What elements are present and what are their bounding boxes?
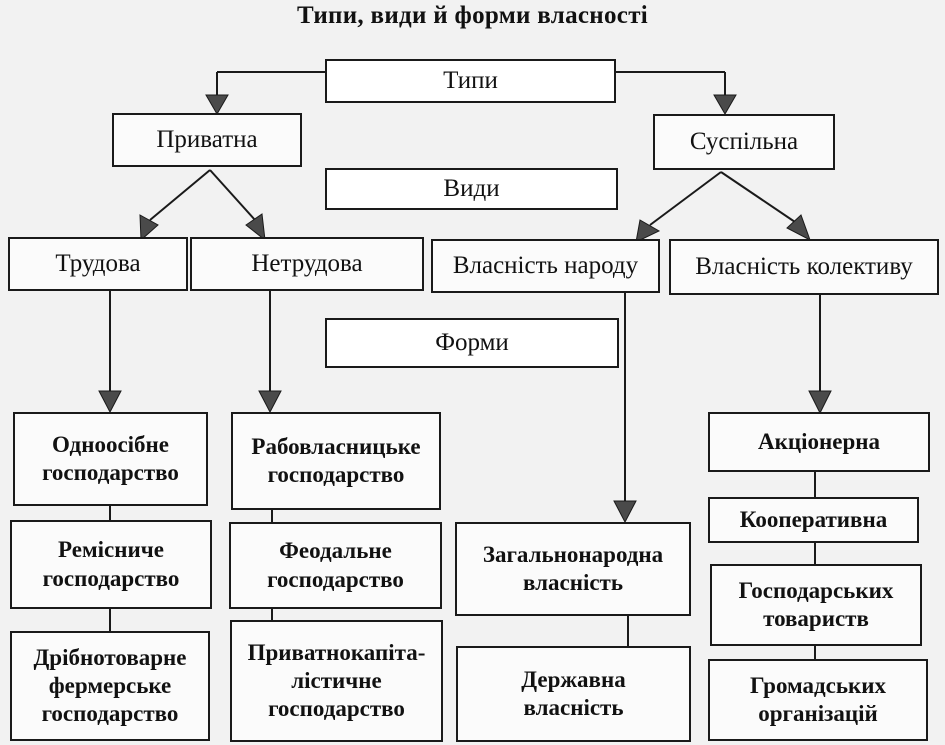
kind-non-labor: Нетрудова xyxy=(190,237,424,291)
form-public-organizations: Громадських організацій xyxy=(708,659,928,741)
kind-labor: Трудова xyxy=(8,237,188,291)
kind-collective: Власність колективу xyxy=(669,239,939,295)
form-feudal: Феодальне господарство xyxy=(229,522,442,609)
form-sole-proprietorship: Одноосібне господарство xyxy=(13,412,208,506)
type-private: Приватна xyxy=(112,113,302,167)
diagram-title: Типи, види й форми власності xyxy=(296,2,649,29)
form-business-partnerships: Господарських товариств xyxy=(710,564,922,646)
section-types: Типи xyxy=(325,59,616,103)
form-capitalist: Приватнокапіта-лістичне господарство xyxy=(230,620,443,742)
kind-people: Власність народу xyxy=(431,239,660,293)
section-kinds: Види xyxy=(325,168,618,210)
form-small-farm: Дрібнотоварне фермерське господарство xyxy=(10,631,210,741)
form-state: Державна власність xyxy=(456,646,691,742)
type-public: Суспільна xyxy=(653,114,835,170)
form-joint-stock: Акціонерна xyxy=(708,412,930,472)
section-forms: Форми xyxy=(325,318,619,368)
form-craft: Ремісниче господарство xyxy=(10,520,212,609)
form-slave-owning: Рабовласницьке господарство xyxy=(231,412,441,510)
form-cooperative: Кооперативна xyxy=(708,497,919,543)
form-nationwide: Загальнонародна власність xyxy=(455,522,691,616)
